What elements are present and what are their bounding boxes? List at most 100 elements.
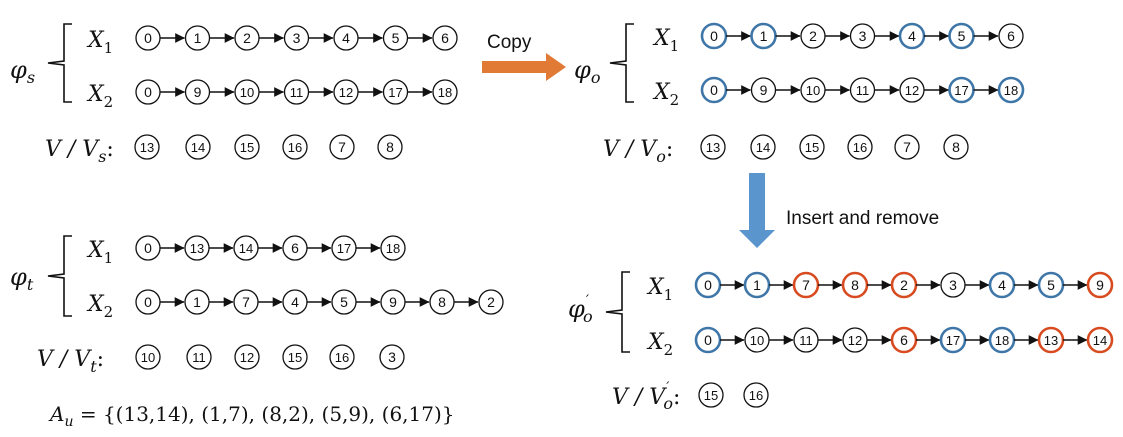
svg-text:5: 5 xyxy=(958,28,966,44)
svg-text:11: 11 xyxy=(290,85,304,100)
svg-text:2: 2 xyxy=(487,294,495,310)
svg-text:4: 4 xyxy=(291,294,299,310)
node-11: 11 xyxy=(283,79,310,105)
row-variable-label: X2 xyxy=(652,80,679,109)
svg-text:9: 9 xyxy=(1096,277,1104,293)
remaining-node-15: 15 xyxy=(799,134,825,160)
node-17: 17 xyxy=(331,235,357,261)
svg-text:7: 7 xyxy=(242,294,250,310)
node-10: 10 xyxy=(744,327,770,353)
svg-text:16: 16 xyxy=(335,350,349,365)
node-0: 0 xyxy=(700,22,728,50)
svg-text:13: 13 xyxy=(140,140,154,155)
svg-text:13: 13 xyxy=(706,140,720,155)
node-1: 1 xyxy=(184,25,211,51)
brace xyxy=(47,235,72,317)
remaining-node-12: 12 xyxy=(234,344,260,370)
svg-text:3: 3 xyxy=(949,277,957,293)
svg-text:2: 2 xyxy=(809,28,817,44)
remaining-node-8: 8 xyxy=(943,134,969,160)
svg-text:3: 3 xyxy=(859,28,867,44)
node-8: 8 xyxy=(429,289,455,315)
node-12: 12 xyxy=(842,327,868,353)
copy-arrow xyxy=(482,53,566,81)
node-13: 13 xyxy=(1037,326,1065,354)
node-11: 11 xyxy=(793,327,819,353)
svg-text:8: 8 xyxy=(386,139,394,155)
node-17: 17 xyxy=(948,76,975,104)
node-17: 17 xyxy=(939,326,967,354)
svg-text:17: 17 xyxy=(337,241,351,256)
svg-text:11: 11 xyxy=(192,350,206,365)
node-0: 0 xyxy=(694,271,722,299)
row-variable-label: X1 xyxy=(652,26,679,55)
insert-remove-arrow xyxy=(739,173,775,248)
node-17: 17 xyxy=(382,79,409,105)
node-5: 5 xyxy=(948,22,975,50)
row-variable-label: X1 xyxy=(86,28,113,57)
node-18: 18 xyxy=(380,235,406,261)
svg-text:7: 7 xyxy=(802,277,810,293)
remaining-node-10: 10 xyxy=(135,344,161,370)
svg-text:5: 5 xyxy=(1047,277,1055,293)
svg-text:18: 18 xyxy=(438,85,452,100)
remaining-node-16: 16 xyxy=(329,344,355,370)
svg-text:1: 1 xyxy=(753,277,761,293)
row-variable-label: X1 xyxy=(86,238,113,267)
node-12: 12 xyxy=(333,79,359,105)
remaining-node-11: 11 xyxy=(186,344,212,370)
node-4: 4 xyxy=(988,271,1016,299)
svg-text:14: 14 xyxy=(191,140,205,155)
remaining-node-15: 15 xyxy=(698,382,724,408)
svg-text:16: 16 xyxy=(749,388,763,403)
node-10: 10 xyxy=(800,77,826,103)
au-formula: Au = {(13,14), (1,7), (8,2), (5,9), (6,1… xyxy=(48,402,455,430)
svg-text:2: 2 xyxy=(243,30,251,46)
remaining-node-16: 16 xyxy=(282,134,308,160)
node-6: 6 xyxy=(282,235,308,261)
svg-text:6: 6 xyxy=(291,240,299,256)
svg-text:15: 15 xyxy=(704,388,718,403)
node-18: 18 xyxy=(432,79,458,105)
remaining-nodes-label: V / Vo: xyxy=(603,137,673,166)
svg-text:0: 0 xyxy=(144,240,152,256)
node-0: 0 xyxy=(700,76,728,104)
svg-text:8: 8 xyxy=(851,277,859,293)
node-4: 4 xyxy=(333,25,359,51)
remaining-node-13: 13 xyxy=(700,134,726,160)
svg-text:3: 3 xyxy=(388,349,396,365)
svg-text:4: 4 xyxy=(342,30,350,46)
svg-text:12: 12 xyxy=(240,350,254,365)
svg-text:0: 0 xyxy=(144,294,152,310)
svg-text:3: 3 xyxy=(293,30,301,46)
svg-text:14: 14 xyxy=(239,241,253,256)
svg-text:14: 14 xyxy=(1093,333,1107,348)
node-7: 7 xyxy=(792,271,820,299)
svg-text:0: 0 xyxy=(144,30,152,46)
row-variable-label: X1 xyxy=(646,275,673,304)
svg-text:8: 8 xyxy=(952,139,960,155)
node-10: 10 xyxy=(234,79,260,105)
svg-text:16: 16 xyxy=(288,140,302,155)
node-5: 5 xyxy=(331,289,357,315)
remaining-node-7: 7 xyxy=(329,134,355,160)
node-3: 3 xyxy=(940,272,966,298)
svg-text:17: 17 xyxy=(388,85,402,100)
node-0: 0 xyxy=(135,79,161,105)
row-variable-label: X2 xyxy=(646,330,673,359)
node-3: 3 xyxy=(283,25,310,51)
node-2: 2 xyxy=(478,289,504,315)
node-12: 12 xyxy=(899,77,925,103)
node-0: 0 xyxy=(135,25,161,51)
svg-text:1: 1 xyxy=(193,294,201,310)
remaining-nodes-label: V / Vt: xyxy=(37,347,104,376)
svg-text:5: 5 xyxy=(340,294,348,310)
svg-text:10: 10 xyxy=(806,83,820,98)
